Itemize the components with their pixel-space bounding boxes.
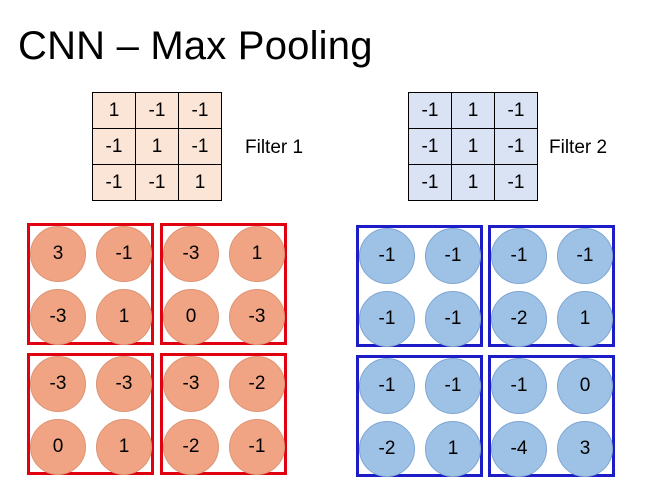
feature-value: 3 — [30, 226, 86, 282]
pool-group-red-bottom-left: -3 -3 0 1 — [27, 353, 154, 475]
pool-group-red-top-right: -3 1 0 -3 — [160, 223, 287, 345]
filter-1-matrix: 1 -1 -1 -1 1 -1 -1 -1 1 — [92, 92, 222, 201]
feature-value: -1 — [425, 228, 481, 284]
feature-value: -2 — [229, 356, 285, 412]
filter-1-cell: 1 — [135, 128, 179, 165]
feature-value: -1 — [359, 291, 415, 347]
feature-value: 1 — [229, 226, 285, 282]
feature-value: 0 — [30, 419, 86, 475]
filter-2-cell: 1 — [451, 128, 495, 165]
filter-2-row: -1 1 -1 — [408, 92, 538, 129]
pool-group-blue-top-left: -1 -1 -1 -1 — [356, 225, 483, 347]
feature-value: 1 — [557, 291, 613, 347]
feature-value: -3 — [229, 289, 285, 345]
filter-1-row: 1 -1 -1 — [92, 92, 222, 129]
feature-value: -2 — [163, 419, 219, 475]
pool-group-blue-bottom-right: -1 0 -4 3 — [488, 355, 615, 477]
feature-value: 1 — [96, 419, 152, 475]
filter-2-cell: -1 — [494, 128, 538, 165]
feature-value: -1 — [359, 228, 415, 284]
filter-1-cell: -1 — [178, 128, 222, 165]
filter-2-row: -1 1 -1 — [408, 128, 538, 165]
feature-value: -1 — [359, 358, 415, 414]
filter-1-row: -1 1 -1 — [92, 128, 222, 165]
filter-2-matrix: -1 1 -1 -1 1 -1 -1 1 -1 — [408, 92, 538, 201]
feature-value: 1 — [425, 421, 481, 477]
pool-group-blue-bottom-left: -1 -1 -2 1 — [356, 355, 483, 477]
filter-1-cell: -1 — [178, 92, 222, 129]
feature-value: -4 — [491, 421, 547, 477]
feature-value: -3 — [30, 356, 86, 412]
pool-group-red-top-left: 3 -1 -3 1 — [27, 223, 154, 345]
filter-1-cell: -1 — [92, 164, 136, 201]
pool-group-blue-top-right: -1 -1 -2 1 — [488, 225, 615, 347]
feature-value: -2 — [359, 421, 415, 477]
filter-1-cell: -1 — [92, 128, 136, 165]
feature-value: 0 — [163, 289, 219, 345]
feature-value: -1 — [491, 228, 547, 284]
filter-1-label: Filter 1 — [245, 137, 304, 158]
filter-2-label: Filter 2 — [549, 137, 608, 158]
feature-value: 0 — [557, 358, 613, 414]
filter-1-cell: -1 — [135, 164, 179, 201]
filter-2-cell: -1 — [408, 164, 452, 201]
feature-value: -1 — [557, 228, 613, 284]
filter-2-cell: -1 — [408, 128, 452, 165]
feature-value: -3 — [96, 356, 152, 412]
filter-2-cell: -1 — [494, 164, 538, 201]
filter-2-cell: -1 — [408, 92, 452, 129]
filter-1-cell: -1 — [135, 92, 179, 129]
filter-1-cell: 1 — [92, 92, 136, 129]
filter-1-cell: 1 — [178, 164, 222, 201]
feature-value: -3 — [163, 356, 219, 412]
filter-2-cell: -1 — [494, 92, 538, 129]
feature-value: -1 — [425, 358, 481, 414]
feature-value: 3 — [557, 421, 613, 477]
feature-value: -1 — [425, 291, 481, 347]
feature-value: -2 — [491, 291, 547, 347]
feature-value: -1 — [229, 419, 285, 475]
filter-2-cell: 1 — [451, 164, 495, 201]
feature-value: -1 — [96, 226, 152, 282]
pool-group-red-bottom-right: -3 -2 -2 -1 — [160, 353, 287, 475]
feature-value: 1 — [96, 289, 152, 345]
feature-value: -3 — [30, 289, 86, 345]
filter-1-row: -1 -1 1 — [92, 164, 222, 201]
slide-title: CNN – Max Pooling — [18, 24, 373, 68]
filter-2-row: -1 1 -1 — [408, 164, 538, 201]
feature-value: -3 — [163, 226, 219, 282]
feature-value: -1 — [491, 358, 547, 414]
filter-2-cell: 1 — [451, 92, 495, 129]
